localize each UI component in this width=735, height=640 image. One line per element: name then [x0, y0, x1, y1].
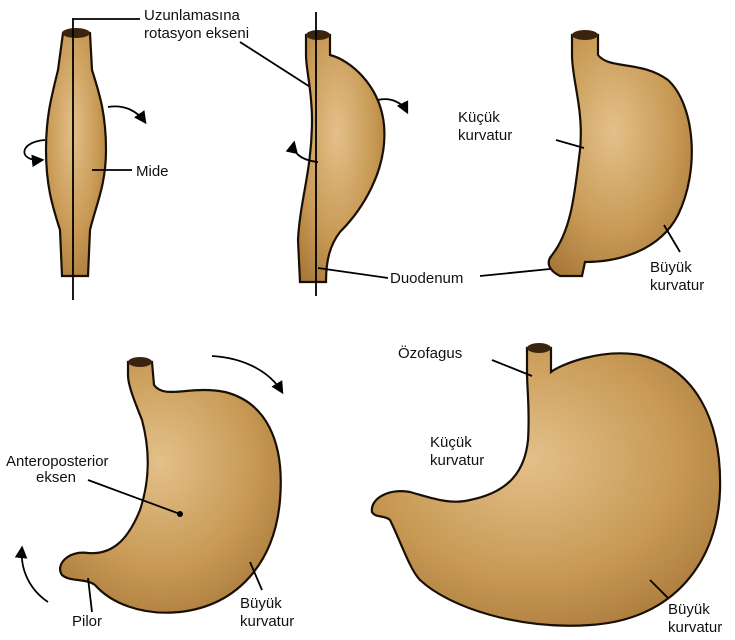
greater-curvature-leader-1 — [664, 225, 680, 252]
stage-4-stomach-shape — [60, 362, 281, 613]
duodenum-leader-2 — [480, 268, 560, 276]
greater-curvature-label-2b: kurvatur — [240, 613, 294, 630]
lesser-curvature-label-1b: kurvatur — [458, 127, 512, 144]
anteroposterior-label-2: eksen — [36, 469, 76, 486]
greater-curvature-label-3b: kurvatur — [668, 619, 722, 636]
lesser-curvature-label-2b: kurvatur — [430, 452, 484, 469]
greater-curvature-label-1a: Büyük — [650, 259, 692, 276]
greater-curvature-label-2a: Büyük — [240, 595, 282, 612]
stage-5-stomach — [372, 343, 720, 626]
pylorus-label: Pilor — [72, 613, 102, 630]
stage-5-stomach-shape — [372, 348, 720, 626]
stage-3-top-opening — [572, 30, 598, 40]
duodenum-label: Duodenum — [390, 270, 463, 287]
stage-1-rotation-arrow-left — [24, 140, 45, 160]
longitudinal-axis-label-1: Uzunlamasına — [144, 7, 241, 24]
greater-curvature-label-1b: kurvatur — [650, 277, 704, 294]
anteroposterior-label-1: Anteroposterior — [6, 453, 109, 470]
stage-4-top-opening — [128, 357, 152, 367]
lesser-curvature-label-1a: Küçük — [458, 109, 500, 126]
stage-3-stomach-shape — [549, 35, 692, 276]
stage-1-stomach — [24, 18, 145, 300]
greater-curvature-label-3a: Büyük — [668, 601, 710, 618]
stage-3-stomach — [549, 30, 692, 276]
stage-2-stomach-shape — [298, 35, 384, 282]
esophagus-label: Özofagus — [398, 344, 462, 362]
stage-2-stomach — [294, 12, 407, 296]
stomach-label: Mide — [136, 163, 169, 180]
stage-5-top-opening — [527, 343, 551, 353]
stage-4-rotation-arrow-top — [212, 356, 282, 392]
stage-1-top-opening — [62, 28, 90, 38]
stage-4-rotation-arrow-bottom — [22, 548, 48, 602]
lesser-curvature-label-2a: Küçük — [430, 434, 472, 451]
stage-1-rotation-arrow-right — [108, 106, 145, 122]
stage-2-top-opening — [306, 30, 330, 40]
stage-1-stomach-shape — [46, 33, 106, 276]
longitudinal-axis-label-2: rotasyon ekseni — [144, 25, 249, 42]
duodenum-leader-1 — [318, 268, 388, 278]
